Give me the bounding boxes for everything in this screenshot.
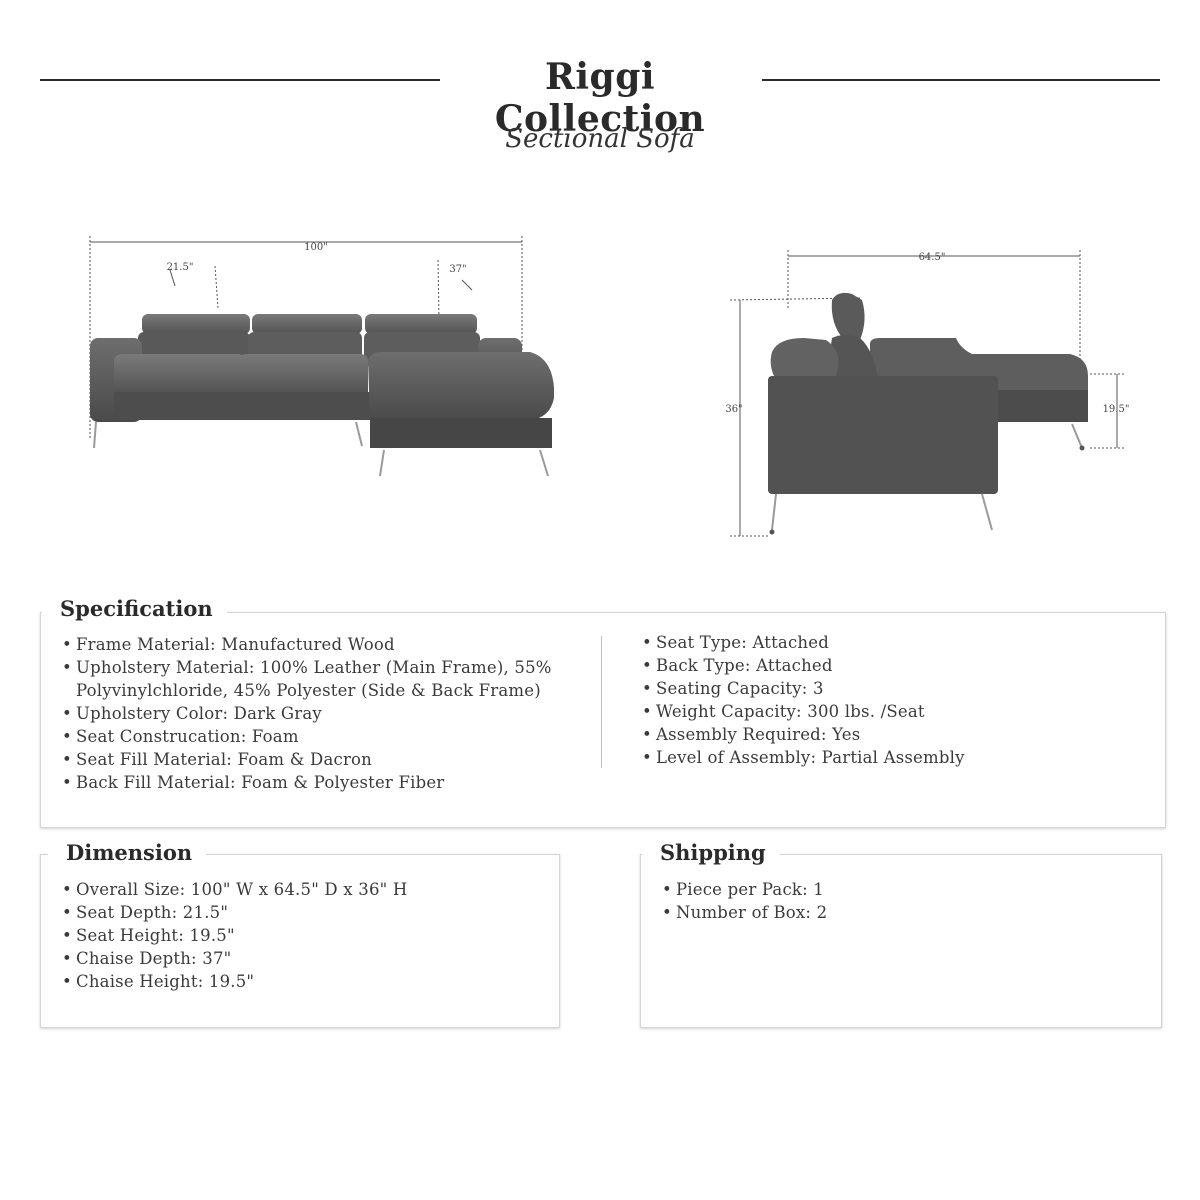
list-item: Upholstery Material: 100% Leather (Main … xyxy=(60,656,560,702)
list-item: Upholstery Color: Dark Gray xyxy=(60,702,560,725)
header-rule-left xyxy=(40,79,440,81)
list-item: Chaise Height: 19.5" xyxy=(60,970,540,993)
front-chaise-depth-label: 37" xyxy=(449,264,466,275)
page-subtitle: Sectional Sofa xyxy=(505,124,695,154)
front-legs xyxy=(93,421,549,477)
side-body xyxy=(768,376,998,494)
header-rule-right xyxy=(762,79,1160,81)
specification-right-list: Seat Type: Attached Back Type: Attached … xyxy=(640,631,1140,769)
specification-box xyxy=(40,612,1166,828)
list-item: Seat Height: 19.5" xyxy=(60,924,540,947)
side-leg-dots xyxy=(769,445,1085,535)
side-height-label: 36" xyxy=(725,404,742,415)
specification-column-divider xyxy=(601,636,602,768)
side-arm xyxy=(770,338,839,380)
front-headrests xyxy=(142,314,477,334)
side-view-diagram: 64.5" 36" 19.5" xyxy=(725,250,1130,537)
list-item: Seat Type: Attached xyxy=(640,631,1140,654)
list-item: Assembly Required: Yes xyxy=(640,723,1140,746)
front-seat-cushions xyxy=(114,354,368,394)
list-item: Number of Box: 2 xyxy=(660,901,1140,924)
side-depth-label: 64.5" xyxy=(919,252,946,263)
list-item: Overall Size: 100" W x 64.5" D x 36" H xyxy=(60,878,540,901)
front-view-diagram: 100" 21.5" 37" xyxy=(89,236,554,477)
list-item: Frame Material: Manufactured Wood xyxy=(60,633,560,656)
page-title: Riggi Collection xyxy=(494,56,706,140)
list-item: Seat Fill Material: Foam & Dacron xyxy=(60,748,560,771)
specification-left-list: Frame Material: Manufactured Wood Uphols… xyxy=(60,633,560,794)
list-item: Seat Construcation: Foam xyxy=(60,725,560,748)
front-width-label: 100" xyxy=(304,242,328,253)
dimension-heading: Dimension xyxy=(48,840,207,866)
list-item: Chaise Depth: 37" xyxy=(60,947,540,970)
list-item: Level of Assembly: Partial Assembly xyxy=(640,746,1140,769)
side-dimension-lines xyxy=(729,250,1124,537)
front-seat-depth-label: 21.5" xyxy=(167,262,194,273)
side-seat-height-label: 19.5" xyxy=(1103,404,1130,415)
list-item: Seat Depth: 21.5" xyxy=(60,901,540,924)
list-item: Weight Capacity: 300 lbs. /Seat xyxy=(640,700,1140,723)
specification-heading: Specification xyxy=(42,596,227,622)
front-chaise-base xyxy=(370,418,552,448)
shipping-heading: Shipping xyxy=(642,840,780,866)
list-item: Back Fill Material: Foam & Polyester Fib… xyxy=(60,771,560,794)
side-headrest xyxy=(831,292,865,340)
shipping-box xyxy=(640,854,1162,1028)
side-legs xyxy=(771,423,1083,531)
front-chaise xyxy=(368,352,554,420)
front-base xyxy=(114,392,370,420)
dimension-list: Overall Size: 100" W x 64.5" D x 36" H S… xyxy=(60,878,540,993)
list-item: Back Type: Attached xyxy=(640,654,1140,677)
list-item: Seating Capacity: 3 xyxy=(640,677,1140,700)
dimension-box xyxy=(40,854,560,1028)
shipping-list: Piece per Pack: 1 Number of Box: 2 xyxy=(660,878,1140,924)
list-item: Piece per Pack: 1 xyxy=(660,878,1140,901)
